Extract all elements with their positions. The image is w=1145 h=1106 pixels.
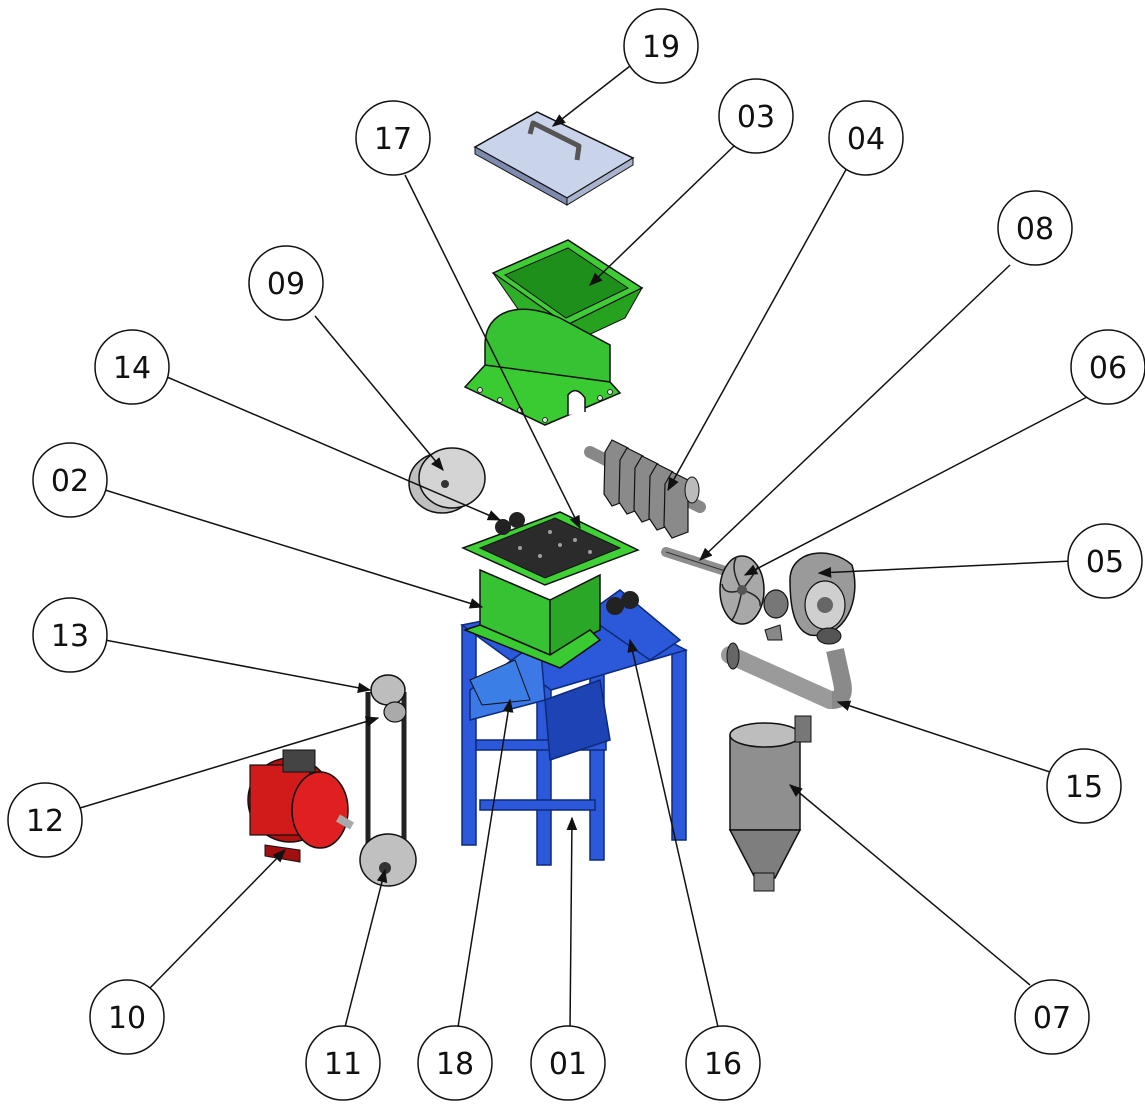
callout-09-label: 09 bbox=[267, 267, 305, 302]
callout-19: 19 bbox=[623, 8, 699, 84]
leader-01 bbox=[566, 816, 578, 1031]
callout-06: 06 bbox=[1070, 329, 1145, 405]
callout-13-label: 13 bbox=[51, 619, 89, 654]
large-pulley bbox=[408, 447, 486, 514]
leader-19 bbox=[551, 65, 631, 127]
leader-04 bbox=[667, 165, 849, 492]
callout-14: 14 bbox=[94, 329, 170, 405]
leader-05 bbox=[817, 560, 1073, 578]
callout-02-label: 02 bbox=[51, 464, 89, 499]
callout-12-label: 12 bbox=[26, 804, 64, 839]
callout-08: 08 bbox=[997, 190, 1073, 266]
callout-16: 16 bbox=[685, 1025, 761, 1101]
crushing-chamber bbox=[461, 511, 640, 669]
callout-10: 10 bbox=[89, 979, 165, 1055]
callout-08-label: 08 bbox=[1016, 212, 1054, 247]
callout-01: 01 bbox=[530, 1025, 606, 1101]
leader-12 bbox=[79, 716, 380, 809]
callout-10-label: 10 bbox=[108, 1001, 146, 1036]
callout-05-label: 05 bbox=[1086, 545, 1124, 580]
leader-03 bbox=[589, 145, 735, 286]
callout-18: 18 bbox=[417, 1025, 493, 1101]
callout-18-label: 18 bbox=[436, 1047, 474, 1082]
hopper-assembly bbox=[463, 239, 644, 426]
discharge-pipe bbox=[721, 627, 852, 709]
belt-drive bbox=[359, 674, 417, 887]
fan-housing bbox=[763, 552, 856, 641]
callout-bubbles: 19 03 17 04 08 09 14 06 02 05 13 15 12 1… bbox=[7, 8, 1145, 1101]
leader-09 bbox=[314, 315, 444, 472]
cyclone bbox=[728, 715, 812, 892]
leader-14 bbox=[166, 376, 502, 521]
callout-12: 12 bbox=[7, 782, 83, 858]
callout-17: 17 bbox=[355, 100, 431, 176]
rotor bbox=[584, 439, 706, 539]
callout-04-label: 04 bbox=[847, 122, 885, 157]
callout-16-label: 16 bbox=[704, 1047, 742, 1082]
callout-15-label: 15 bbox=[1065, 770, 1103, 805]
callout-07: 07 bbox=[1014, 979, 1090, 1055]
callout-03: 03 bbox=[718, 78, 794, 154]
motor bbox=[247, 749, 354, 863]
callout-04: 04 bbox=[828, 100, 904, 176]
impeller bbox=[719, 555, 765, 625]
callout-14-label: 14 bbox=[113, 351, 151, 386]
leader-13 bbox=[104, 639, 372, 694]
leader-07 bbox=[788, 784, 1031, 986]
callout-06-label: 06 bbox=[1089, 351, 1127, 386]
leader-17 bbox=[404, 174, 581, 530]
discharge-chute bbox=[469, 659, 531, 706]
cover-plate bbox=[473, 111, 635, 206]
callout-13: 13 bbox=[32, 597, 108, 673]
leader-lines bbox=[79, 65, 1088, 1031]
callout-05: 05 bbox=[1067, 523, 1143, 599]
callout-19-label: 19 bbox=[642, 30, 680, 65]
leader-15 bbox=[836, 700, 1051, 773]
callout-11-label: 11 bbox=[324, 1047, 362, 1082]
callout-07-label: 07 bbox=[1033, 1001, 1071, 1036]
leader-11 bbox=[344, 868, 388, 1028]
leader-16 bbox=[627, 638, 719, 1028]
leader-18 bbox=[457, 698, 514, 1028]
callout-15: 15 bbox=[1046, 748, 1122, 824]
leader-06 bbox=[743, 396, 1088, 576]
leader-10 bbox=[147, 849, 286, 991]
callout-01-label: 01 bbox=[549, 1047, 587, 1082]
callout-02: 02 bbox=[32, 442, 108, 518]
callout-17-label: 17 bbox=[374, 122, 412, 157]
callout-11: 11 bbox=[305, 1025, 381, 1101]
callout-03-label: 03 bbox=[737, 100, 775, 135]
leader-08 bbox=[699, 264, 1011, 561]
leader-02 bbox=[104, 489, 484, 609]
callout-09: 09 bbox=[248, 245, 324, 321]
